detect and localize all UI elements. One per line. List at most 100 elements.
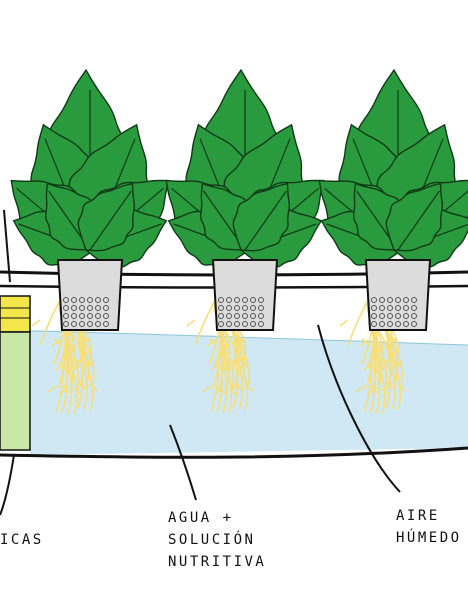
pot-pebble [79,297,85,303]
net-pot [211,259,279,331]
pot-pebble [242,313,248,319]
pot-pebble [395,297,401,303]
pot-pebble [95,321,101,327]
pointer-left [0,454,15,516]
pot-pebble [403,297,409,303]
pot-pebble [218,313,224,319]
net-pot [364,259,432,331]
pot-pebble [226,297,232,303]
pot-pebble [379,297,385,303]
pot-pebble [71,321,77,327]
pot-pebble [403,321,409,327]
pot-pebble [63,321,69,327]
label-air-line1: AIRE [396,508,440,524]
pot-pebble [403,313,409,319]
pot-pebble [103,321,109,327]
pot-pebble [79,305,85,311]
pot-pebble [379,321,385,327]
pot-pebble [411,321,417,327]
pot-pebble [218,305,224,311]
pot-pebble [242,297,248,303]
pot-pebble [234,321,240,327]
leaves [10,68,170,268]
pot-pebble [258,321,264,327]
left-rod [3,209,11,283]
pot-pebble [379,313,385,319]
pot-pebble [371,313,377,319]
leaf-vein [89,190,132,251]
pot-pebble [63,297,69,303]
pot-pebble [258,297,264,303]
pot-pebble [71,305,77,311]
pointer-air [317,324,401,493]
pot-pebble [218,297,224,303]
pot-pebble [242,321,248,327]
pot-pebble [250,297,256,303]
pot-pebble [95,297,101,303]
plants-layer [10,68,468,415]
label-air-line2: HÚMEDO [396,530,462,546]
pot-pebble [71,297,77,303]
pot-pebble [387,305,393,311]
root [339,299,369,346]
pot-body [364,259,432,331]
container-bottom [0,446,468,459]
leaves [318,68,468,268]
pot-pebble [87,321,93,327]
pot-pebble [103,313,109,319]
pot-pebble [226,313,232,319]
pot-pebble [250,313,256,319]
pot-body [211,259,279,331]
pot-pebble [371,297,377,303]
pot-pebble [395,305,401,311]
pot-pebble [371,321,377,327]
leaves [165,68,325,268]
pot-pebble [103,305,109,311]
pot-pebble [87,297,93,303]
pot-pebble [395,313,401,319]
pot-pebble [258,313,264,319]
leaf [385,182,444,252]
plant-2 [165,68,325,415]
pot-pebble [226,305,232,311]
pot-pebble [242,305,248,311]
water-surface-line [29,330,468,346]
pot-pebble [234,297,240,303]
pot-pebble [411,305,417,311]
leaf-vein [397,190,440,251]
pot-pebble [411,297,417,303]
pot-pebble [258,305,264,311]
left-panel-green [0,331,31,451]
pot-pebble [234,305,240,311]
pot-pebble [79,321,85,327]
plant-3 [318,68,468,415]
pot-body [56,259,124,331]
pot-pebble [403,305,409,311]
pot-pebble [371,305,377,311]
pot-pebble [387,297,393,303]
net-pot [56,259,124,331]
root [186,299,216,346]
pot-pebble [379,305,385,311]
pot-pebble [250,321,256,327]
leaf [232,182,291,252]
pot-pebble [79,313,85,319]
pot-pebble [87,305,93,311]
label-water-line2: SOLUCIÓN [168,532,256,548]
pot-pebble [411,313,417,319]
pot-pebble [95,305,101,311]
pot-pebble [63,313,69,319]
pot-pebble [234,313,240,319]
pot-pebble [103,297,109,303]
pot-pebble [95,313,101,319]
pot-pebble [395,321,401,327]
label-water-line3: NUTRITIVA [168,554,267,570]
pot-pebble [87,313,93,319]
water-body [30,330,468,455]
label-water-line1: AGUA + [168,510,234,526]
left-panel-yellow [0,295,31,333]
leaf [77,182,136,252]
label-left-cut: ICAS [0,532,44,548]
